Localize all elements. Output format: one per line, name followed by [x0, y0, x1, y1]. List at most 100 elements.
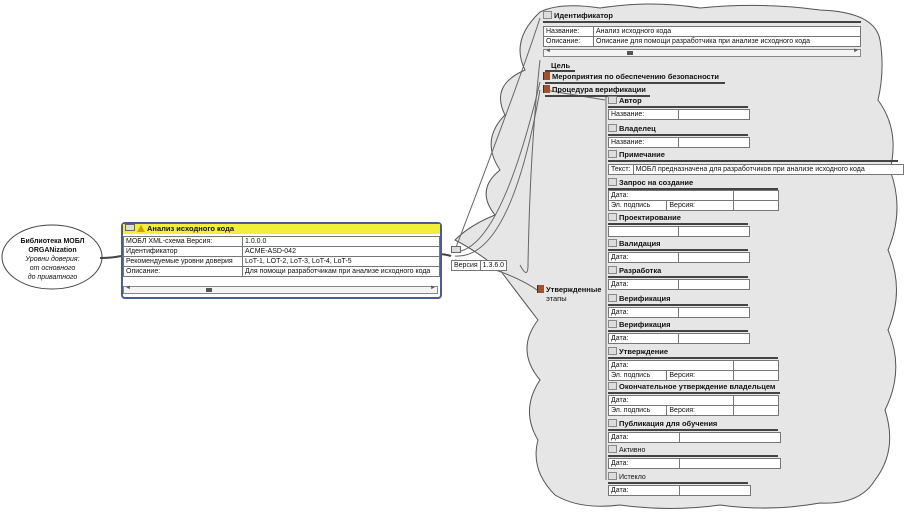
scroll-thumb[interactable] [206, 288, 212, 292]
final-ver: Версия: [666, 405, 734, 416]
collapse-icon[interactable] [608, 124, 617, 132]
ident-table: Название:Анализ исходного кода Описание:… [543, 26, 861, 47]
version-value: 1.3.6.0 [479, 260, 508, 271]
stages-title: Утвержденные [546, 285, 602, 294]
collapse-icon[interactable] [608, 347, 617, 355]
expired-table: Дата: [608, 485, 751, 496]
pub-header[interactable]: Публикация для обучения [608, 419, 717, 429]
goal-node[interactable]: Цель [551, 61, 571, 70]
main-cell: LoT-1, LOT-2, LoT-3, LoT-4, LoT-5 [242, 256, 440, 267]
collapse-icon[interactable] [125, 224, 135, 231]
main-node[interactable]: Анализ исходного кода МОБЛ XML-схема Вер… [121, 222, 442, 299]
final-sig: Эл. подпись [607, 405, 668, 416]
dev-table: Дата: [608, 279, 750, 290]
ident-title: Идентификатор [554, 11, 613, 20]
root-trust-to: до приватного [27, 274, 78, 281]
scroll-thumb[interactable] [627, 51, 633, 55]
design-cell[interactable] [608, 226, 679, 237]
note-table: Текст:МОБЛ предназначена для разработчик… [608, 164, 904, 175]
collapse-icon[interactable] [608, 150, 617, 158]
collapse-icon[interactable] [608, 96, 617, 104]
collapse-icon[interactable] [608, 419, 617, 427]
author-header[interactable]: Автор [608, 96, 642, 106]
collapse-icon[interactable] [543, 11, 552, 19]
owner-table: Название: [608, 137, 750, 148]
author-value[interactable] [678, 109, 750, 120]
approve-header[interactable]: Утверждение [608, 347, 668, 357]
author-title: Автор [619, 96, 642, 105]
ident-underline [543, 21, 861, 23]
pub-title: Публикация для обучения [619, 419, 718, 428]
active-title: Активно [619, 447, 646, 454]
ident-cell: Описание для помощи разработчика при ана… [593, 36, 861, 47]
design-header[interactable]: Проектирование [608, 213, 681, 223]
collapse-icon[interactable] [451, 246, 461, 253]
main-cell: Идентификатор [123, 246, 243, 257]
measures-node[interactable]: Мероприятия по обеспечению безопасности [543, 72, 719, 82]
verif1-header[interactable]: Верификация [608, 294, 670, 304]
main-cell: ACME-ASD-042 [242, 246, 440, 257]
verif2-header[interactable]: Верификация [608, 320, 670, 330]
pub-date: Дата: [608, 432, 680, 443]
ident-scrollbar[interactable]: ◄► [543, 48, 861, 57]
collapse-icon[interactable] [608, 178, 617, 186]
main-cell: Рекомендуемые уровни доверия [123, 256, 243, 267]
stages-subtitle: этапы [546, 294, 567, 303]
active-value[interactable] [679, 458, 781, 469]
note-underline [608, 160, 898, 162]
request-header[interactable]: Запрос на создание [608, 178, 693, 188]
note-header[interactable]: Примечание [608, 150, 665, 160]
collapse-icon[interactable] [608, 472, 617, 480]
dev-underline [608, 276, 748, 278]
collapse-icon[interactable] [608, 266, 617, 274]
owner-title: Владелец [619, 124, 656, 133]
collapse-icon[interactable] [608, 239, 617, 247]
verif-node[interactable]: Процедура верификации [543, 85, 646, 95]
verif2-table: Дата: [608, 333, 750, 344]
verif2-title: Верификация [619, 320, 671, 329]
root-trust-label: Уровни доверия: [25, 256, 80, 263]
collapse-icon[interactable] [608, 445, 617, 453]
active-header[interactable]: Активно [608, 445, 645, 456]
final-title: Окончательное утверждение владельцем [619, 382, 776, 391]
warning-icon [137, 225, 145, 232]
ident-header[interactable]: Идентификатор [543, 11, 613, 21]
expired-header[interactable]: Истекло [608, 472, 646, 483]
design-cell[interactable] [678, 226, 750, 237]
root-node[interactable]: Библиотека МОБЛ ORGANization Уровни дове… [5, 237, 100, 282]
valid-header[interactable]: Валидация [608, 239, 661, 249]
verif2-value[interactable] [678, 333, 750, 344]
owner-header[interactable]: Владелец [608, 124, 656, 134]
collapse-icon[interactable] [608, 294, 617, 302]
valid-date: Дата: [608, 252, 679, 263]
flag-icon [543, 85, 550, 93]
collapse-icon[interactable] [608, 320, 617, 328]
ident-cell: Название: [543, 26, 594, 37]
note-label: Текст: [608, 164, 634, 175]
verif1-value[interactable] [678, 307, 750, 318]
collapse-icon[interactable] [608, 382, 617, 390]
dev-value[interactable] [678, 279, 750, 290]
request-underline [608, 188, 778, 190]
design-underline [608, 223, 748, 225]
author-underline [608, 106, 748, 108]
pub-value[interactable] [679, 432, 781, 443]
valid-value[interactable] [678, 252, 750, 263]
dev-header[interactable]: Разработка [608, 266, 661, 276]
main-node-scrollbar[interactable]: ◄► [123, 285, 438, 294]
approve-title: Утверждение [619, 347, 669, 356]
dev-title: Разработка [619, 266, 662, 275]
approve-date: Дата: [608, 360, 734, 371]
final-date: Дата: [608, 395, 734, 406]
expired-value[interactable] [679, 485, 751, 496]
collapse-icon[interactable] [608, 213, 617, 221]
verif-underline [545, 95, 650, 97]
final-header[interactable]: Окончательное утверждение владельцем [608, 382, 775, 392]
verif1-title: Верификация [619, 294, 671, 303]
owner-value[interactable] [678, 137, 750, 148]
approve-ver: Версия: [666, 370, 734, 381]
